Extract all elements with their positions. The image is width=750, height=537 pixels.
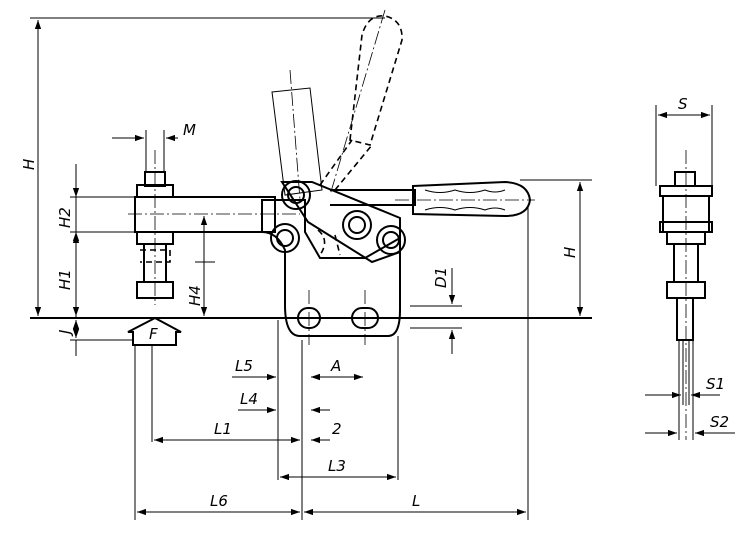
label-H2: H2 [56,207,74,228]
label-L4: L4 [240,390,258,408]
label-H4: H4 [186,285,204,306]
label-D1: D1 [432,267,450,288]
label-S2: S2 [710,413,729,431]
label-S1: S1 [706,375,725,393]
label-M: M [183,121,196,139]
side-view: S S1 S2 [645,95,735,440]
dimensions-front: H H2 H1 J H4 M H D1 [20,17,592,520]
open-clamp-arm [271,69,323,201]
label-H1: H1 [56,269,74,290]
label-J: J [56,330,74,337]
linkage [270,180,406,264]
label-L6: L6 [210,492,228,510]
label-2: 2 [332,420,342,438]
label-F: F [149,325,158,343]
raised-handle-dashed [319,9,403,196]
force-arrow: F [127,316,182,346]
front-view: F [30,9,592,346]
clamp-arm [134,196,276,233]
label-L1: L1 [214,420,232,438]
label-A: A [330,357,341,375]
handle-grip [330,180,535,218]
label-S: S [678,95,688,113]
label-L3: L3 [328,457,346,475]
label-L5: L5 [235,357,253,375]
label-L: L [412,492,420,510]
label-H-main: H [20,159,38,170]
clamp-body [261,199,401,337]
spindle-assembly [136,150,174,305]
label-H-side: H [561,247,579,258]
